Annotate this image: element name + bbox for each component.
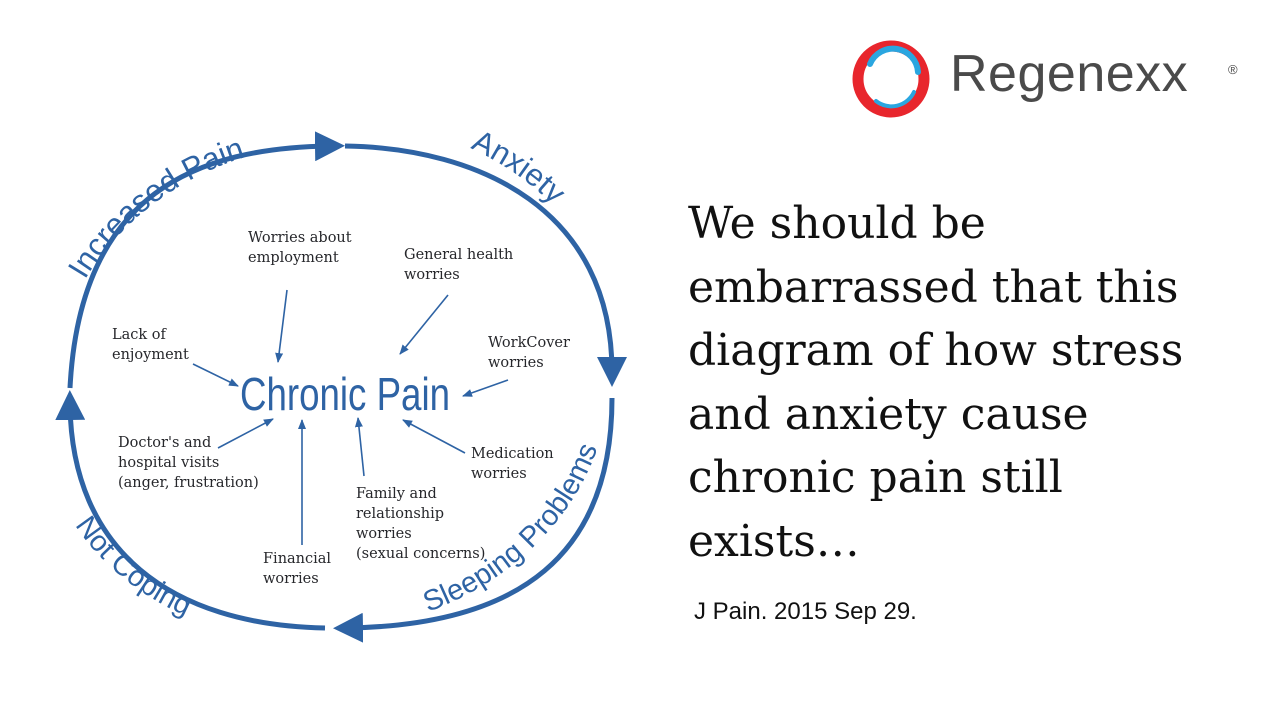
cycle-arrow-right [344,143,627,387]
arrow-doctor [217,418,274,449]
arrow-family [354,417,365,477]
factor-doctor: Doctor's and hospital visits (anger, fru… [118,435,259,491]
quote-line: and anxiety cause [688,388,1089,440]
quote-line: chronic pain still [688,452,1063,503]
regenexx-ring-icon [852,40,930,118]
regenexx-logo: Regenexx ® [846,34,1246,124]
cycle-label-not-coping: Not Coping [69,510,196,622]
arrow-lack-of-enjoyment [192,363,239,387]
factor-workcover: WorkCover worries [488,335,575,371]
arrow-employment [275,289,288,363]
factor-employment: Worries about employment [248,230,356,266]
quote-line: diagram of how stress [688,325,1184,376]
cycle-label-anxiety: Anxiety [467,123,573,211]
factor-medication: Medication worries [471,446,558,482]
quote-text: We should be embarrassed that this diagr… [688,192,1268,573]
registered-mark: ® [1228,62,1238,77]
brand-name: Regenexx [950,45,1189,103]
arrow-medication [402,419,466,454]
quote-line: We should be [688,198,986,249]
quote-line: exists… [688,515,860,567]
arrow-general-health [399,294,449,355]
center-label-chronic-pain: Chronic Pain [240,368,450,420]
factor-financial: Financial worries [263,551,336,587]
factor-general-health: General health worries [404,247,518,283]
quote-line: embarrassed that this [688,261,1179,313]
factor-lack-of-enjoyment: Lack of enjoyment [112,327,189,363]
arrow-workcover [462,379,509,397]
cycle-arrow-left [55,390,326,631]
citation: J Pain. 2015 Sep 29. [694,598,917,625]
cycle-arrow-top [67,131,345,389]
cycle-label-increased-pain: Increased Pain [61,130,248,283]
cycle-arrow-bottom [333,397,615,643]
factor-family: Family and relationship worries (sexual … [356,486,485,562]
chronic-pain-cycle-diagram: Increased Pain Anxiety Sleeping Problems… [55,123,627,643]
